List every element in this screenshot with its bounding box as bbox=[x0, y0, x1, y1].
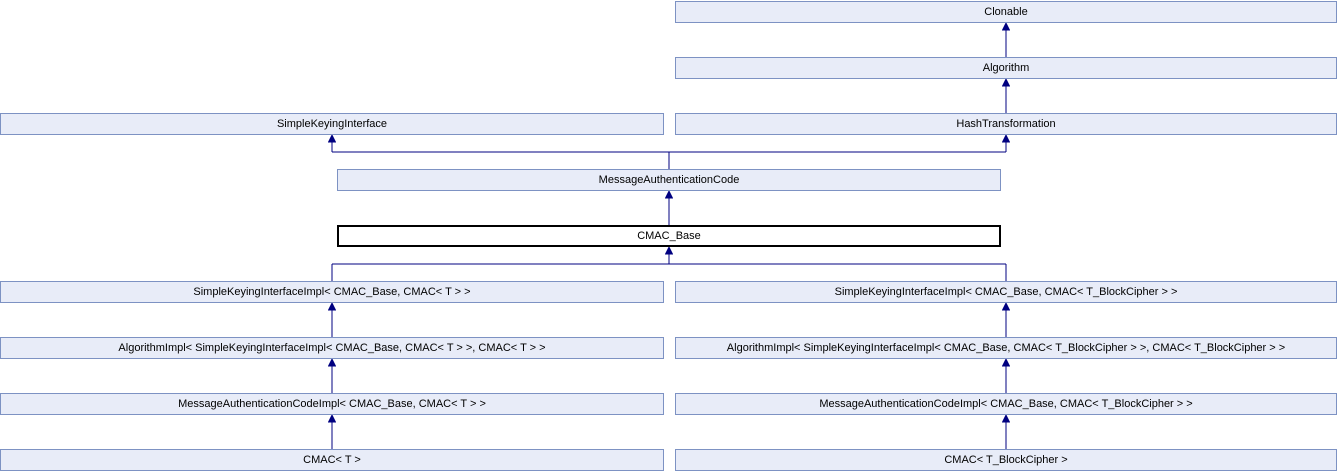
edge-cmac-tbc-to-macimpl-tbc bbox=[1001, 413, 1011, 449]
class-node-cmac-t[interactable]: CMAC< T > bbox=[0, 449, 664, 471]
edge-hashtransformation-to-algorithm bbox=[1001, 77, 1011, 113]
class-node-cmac-base: CMAC_Base bbox=[337, 225, 1001, 247]
edge-cmac-t-to-macimpl-t bbox=[327, 413, 337, 449]
class-node-simplekeyinginterface[interactable]: SimpleKeyingInterface bbox=[0, 113, 664, 135]
class-node-algorithmimpl-t[interactable]: AlgorithmImpl< SimpleKeyingInterfaceImpl… bbox=[0, 337, 664, 359]
edge-macimpl-tbc-to-algorithmimpl-tbc bbox=[1001, 357, 1011, 393]
edge-algorithmimpl-t-to-skii-t bbox=[327, 301, 337, 337]
class-node-messageauthenticationcode[interactable]: MessageAuthenticationCode bbox=[337, 169, 1001, 191]
edge-macimpl-t-to-algorithmimpl-t bbox=[327, 357, 337, 393]
class-node-algorithmimpl-tblockcipher[interactable]: AlgorithmImpl< SimpleKeyingInterfaceImpl… bbox=[675, 337, 1337, 359]
class-node-messageauthenticationcodeimpl-tblockcipher[interactable]: MessageAuthenticationCodeImpl< CMAC_Base… bbox=[675, 393, 1337, 415]
class-node-hashtransformation[interactable]: HashTransformation bbox=[675, 113, 1337, 135]
edge-algorithmimpl-tbc-to-skii-tbc bbox=[1001, 301, 1011, 337]
class-node-simplekeyinginterfaceimpl-tblockcipher[interactable]: SimpleKeyingInterfaceImpl< CMAC_Base, CM… bbox=[675, 281, 1337, 303]
edge-messageauthenticationcode-to-parents bbox=[327, 133, 1011, 169]
edge-algorithm-to-clonable bbox=[1001, 21, 1011, 57]
class-node-simplekeyinginterfaceimpl-t[interactable]: SimpleKeyingInterfaceImpl< CMAC_Base, CM… bbox=[0, 281, 664, 303]
class-node-algorithm[interactable]: Algorithm bbox=[675, 57, 1337, 79]
class-node-clonable[interactable]: Clonable bbox=[675, 1, 1337, 23]
edge-cmacbase-to-messageauthenticationcode bbox=[664, 189, 674, 225]
class-node-cmac-tblockcipher[interactable]: CMAC< T_BlockCipher > bbox=[675, 449, 1337, 471]
class-node-messageauthenticationcodeimpl-t[interactable]: MessageAuthenticationCodeImpl< CMAC_Base… bbox=[0, 393, 664, 415]
edge-implclasses-to-cmacbase bbox=[331, 245, 1007, 281]
